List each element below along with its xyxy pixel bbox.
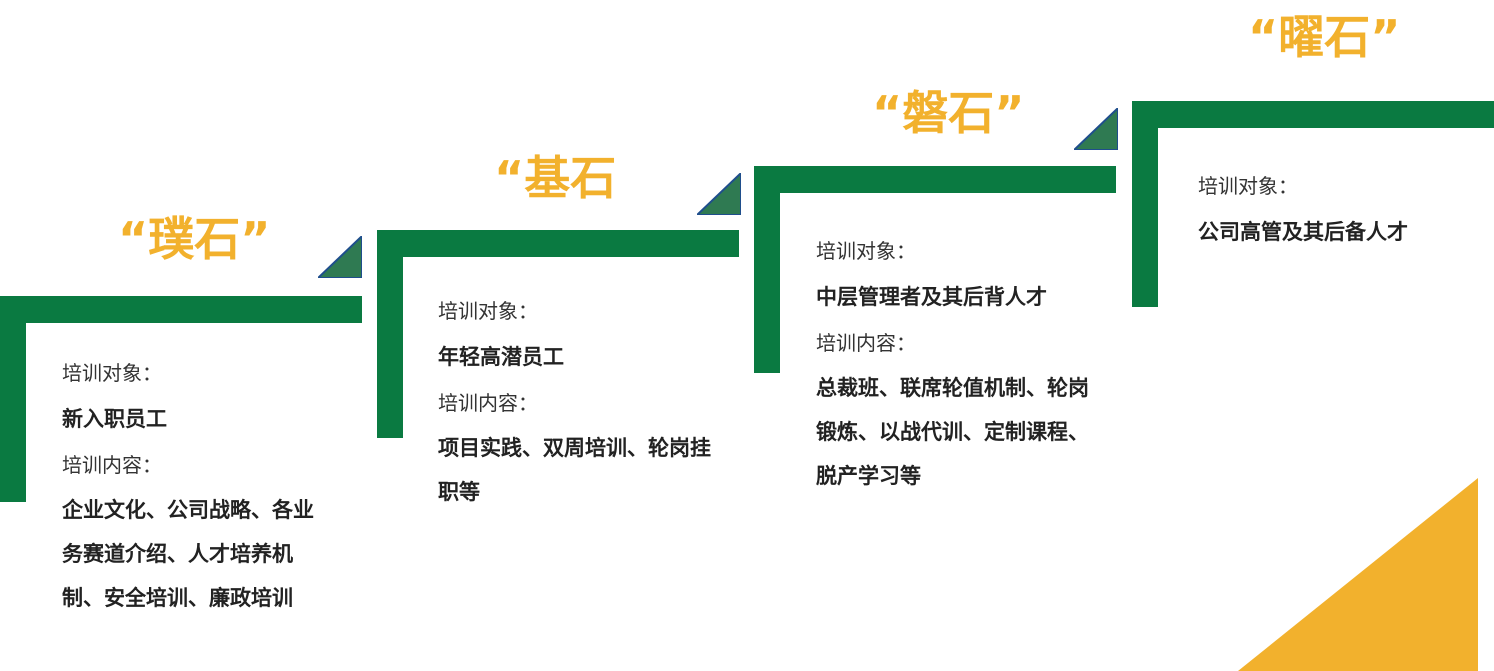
step4-target-label: 培训对象： [1198, 174, 1298, 198]
step3-corner-triangle [1074, 108, 1118, 150]
step2-content-label: 培训内容： [438, 391, 538, 415]
step1-vertical-bar [0, 296, 26, 502]
step2-title: “基石 [494, 151, 617, 205]
step3-text: 培训对象： 中层管理者及其后背人才 培训内容： 总裁班、联席轮值机制、轮岗锻炼、… [816, 228, 1106, 498]
step3-title: “磐石” [872, 86, 1025, 140]
gold-corner-triangle [1238, 478, 1478, 671]
step3-content-label: 培训内容： [816, 331, 916, 355]
step3-vertical-bar [754, 166, 780, 373]
step4-title: “曜石” [1248, 10, 1401, 64]
step4-vertical-bar [1132, 101, 1158, 307]
step1-content-label: 培训内容： [62, 453, 162, 477]
step1-text: 培训对象： 新入职员工 培训内容： 企业文化、公司战略、各业务赛道介绍、人才培养… [62, 350, 352, 620]
step1-corner-triangle [318, 236, 362, 278]
step2-corner-triangle [697, 173, 741, 215]
step4-text: 培训对象： 公司高管及其后备人才 [1198, 163, 1488, 255]
step1-target-value: 新入职员工 [62, 407, 167, 431]
step2-target-value: 年轻高潜员工 [438, 345, 564, 369]
step4-horizontal-bar [1132, 101, 1494, 128]
step1-horizontal-bar [0, 296, 362, 323]
step2-vertical-bar [377, 230, 403, 438]
step4-target-value: 公司高管及其后备人才 [1198, 220, 1408, 244]
step1-target-label: 培训对象： [62, 361, 162, 385]
step3-horizontal-bar [754, 166, 1116, 193]
step2-horizontal-bar [377, 230, 739, 257]
step3-content-value: 总裁班、联席轮值机制、轮岗锻炼、以战代训、定制课程、脱产学习等 [816, 376, 1089, 488]
step3-target-label: 培训对象： [816, 239, 916, 263]
step3-target-value: 中层管理者及其后背人才 [816, 285, 1047, 309]
step2-target-label: 培训对象： [438, 299, 538, 323]
step2-text: 培训对象： 年轻高潜员工 培训内容： 项目实践、双周培训、轮岗挂职等 [438, 288, 728, 514]
step1-title: “璞石” [118, 212, 271, 266]
step1-content-value: 企业文化、公司战略、各业务赛道介绍、人才培养机制、安全培训、廉政培训 [62, 498, 314, 610]
step2-content-value: 项目实践、双周培训、轮岗挂职等 [438, 436, 711, 504]
